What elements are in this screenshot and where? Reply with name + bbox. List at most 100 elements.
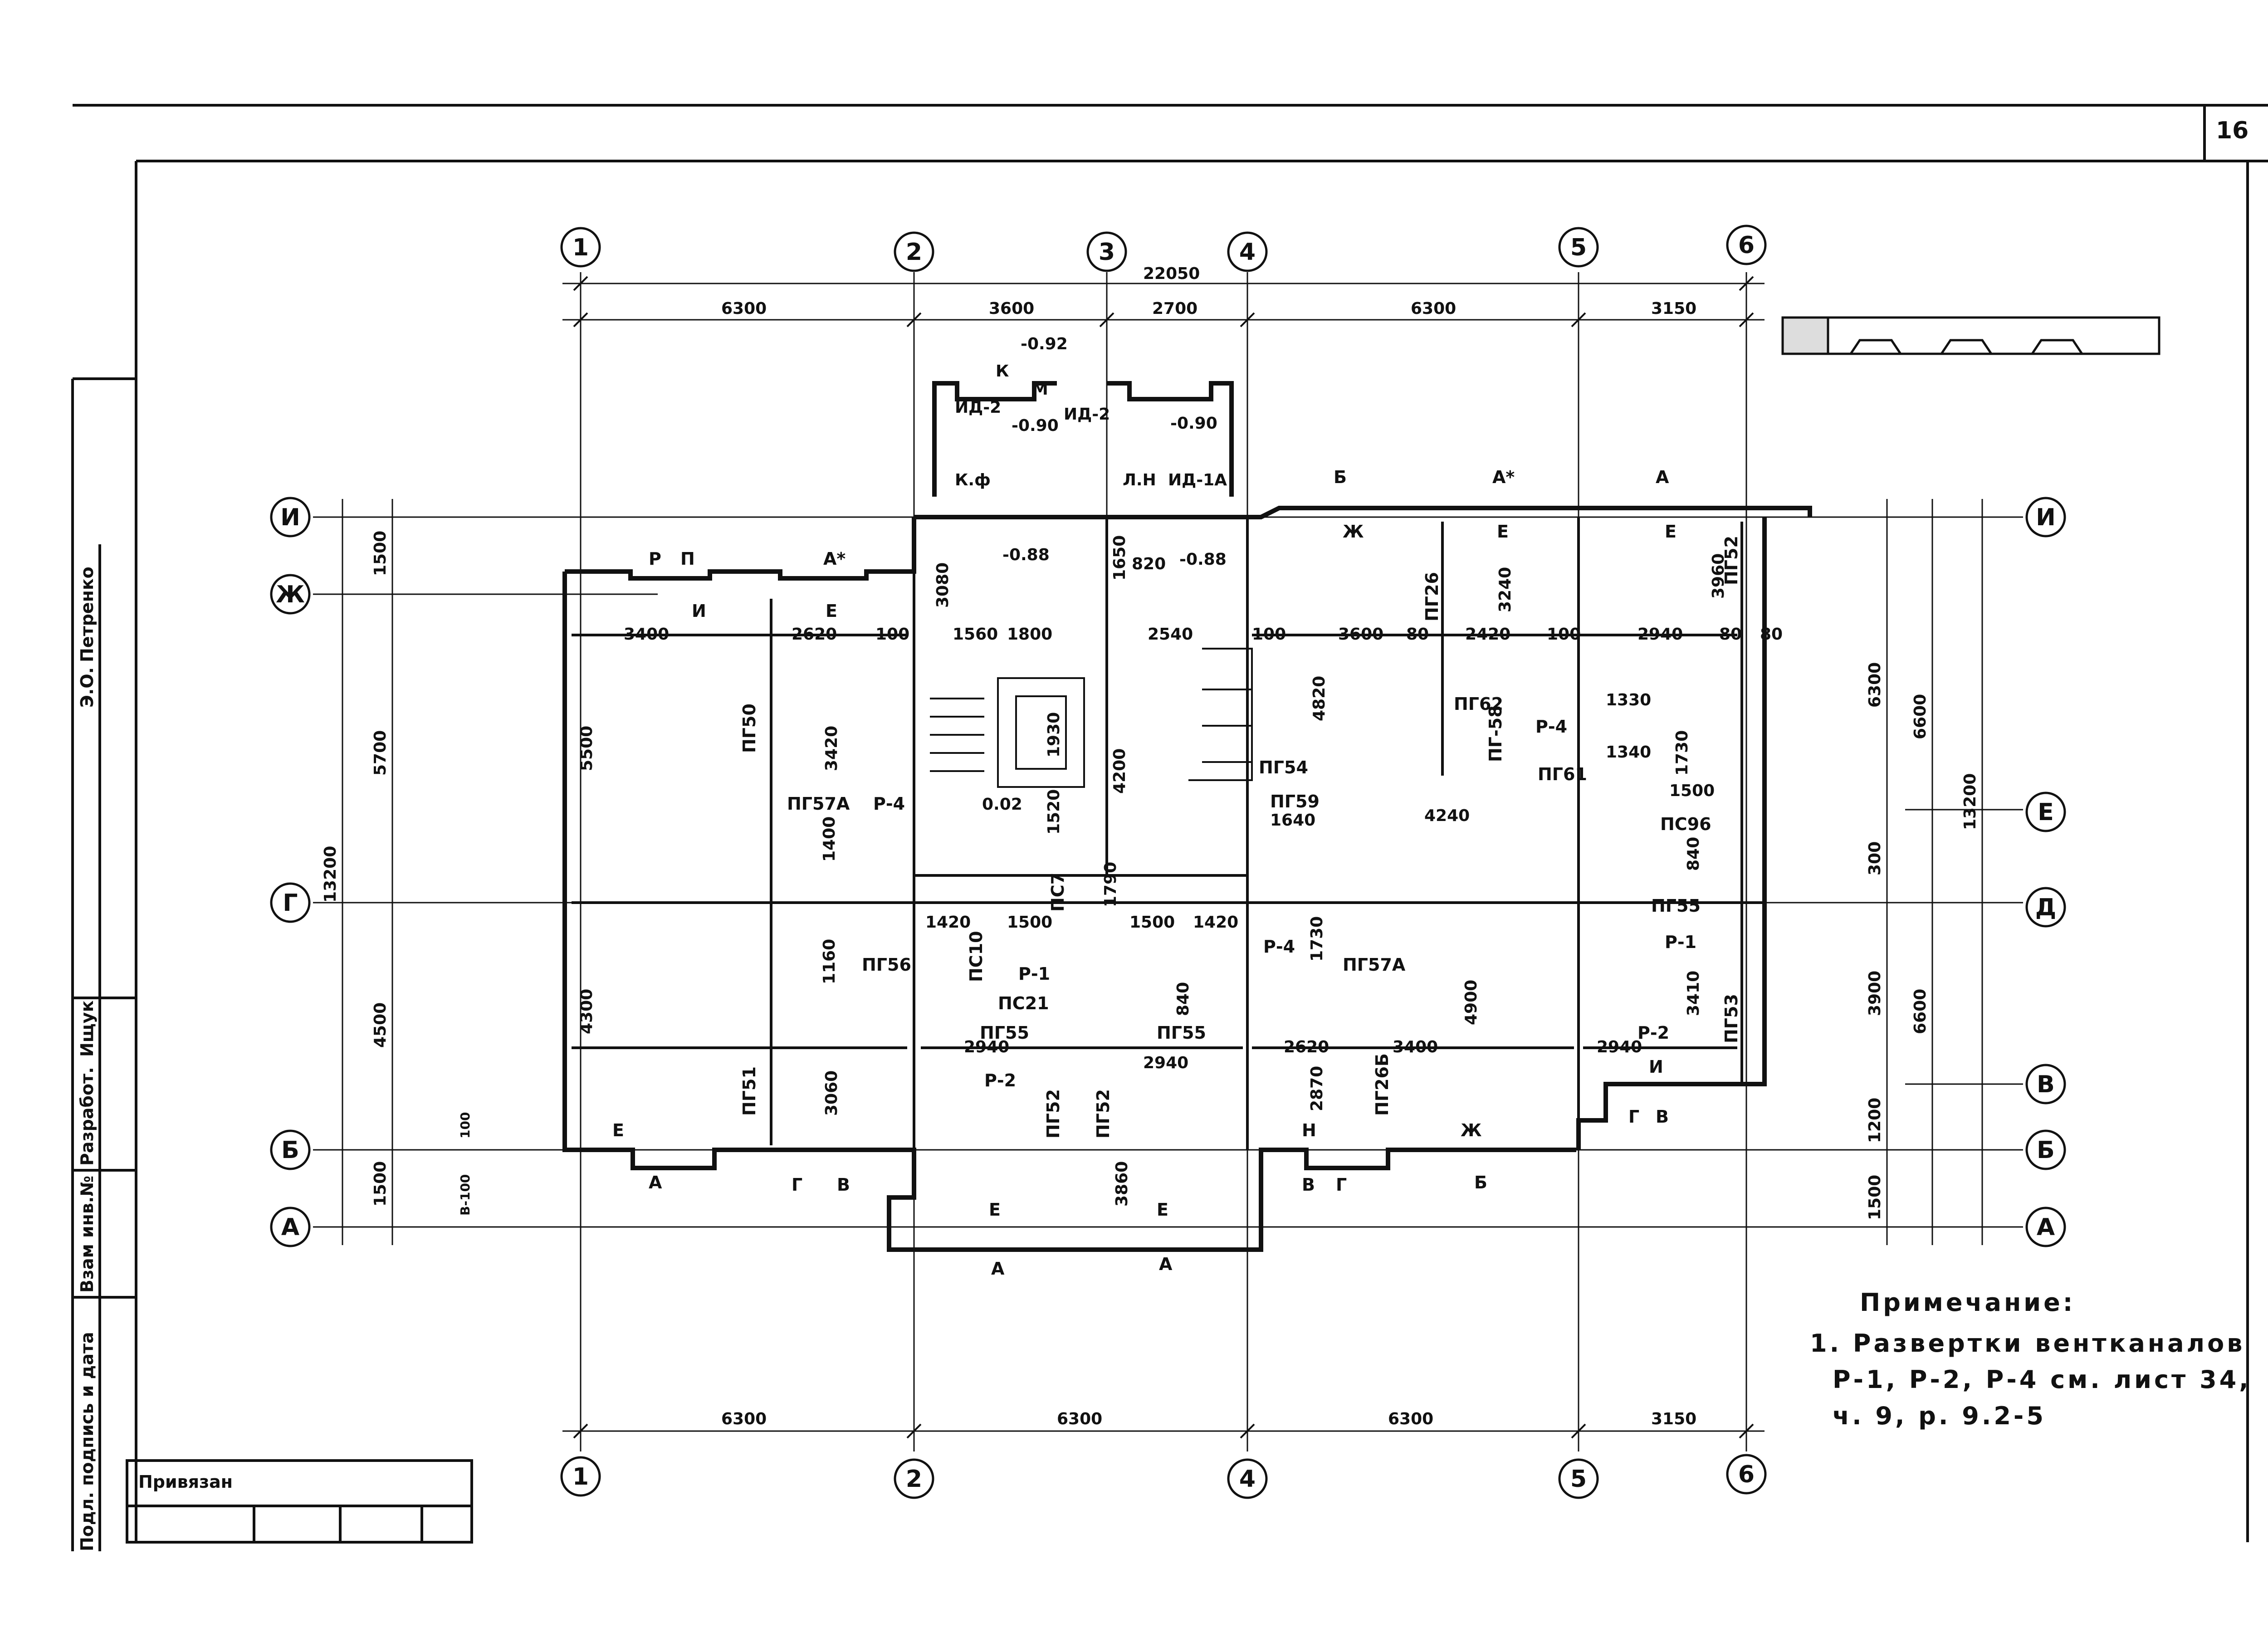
axis-col-4-top xyxy=(1227,231,1268,272)
panel-label: Р-2 xyxy=(1637,1023,1669,1043)
room-dim: 4240 xyxy=(1424,806,1470,825)
axis-col-5-top-label: 5 xyxy=(1570,234,1587,261)
level-mark: -0.90 xyxy=(1170,414,1217,433)
panel-label: ПГ52 xyxy=(1721,536,1741,585)
dimension-lines xyxy=(342,283,1983,1432)
side-stamp-developer: Разработ. xyxy=(77,1067,97,1166)
axis-col-6-top-label: 6 xyxy=(1738,232,1755,259)
panel-label: ПГ50 xyxy=(739,704,759,753)
window-mark: Р xyxy=(649,549,661,569)
dim-right-b-1: 6600 xyxy=(1911,694,1930,739)
window-mark: А* xyxy=(823,549,846,569)
panel-label: ПГ55 xyxy=(1651,896,1701,916)
dim-top-2: 3600 xyxy=(989,299,1034,318)
room-dim: 1500 xyxy=(1007,913,1052,932)
window-mark: Ж xyxy=(1461,1120,1482,1140)
side-stamp-developer-name: Ищук xyxy=(77,1000,97,1057)
dim-top-5: 3150 xyxy=(1651,299,1696,318)
offset-left-value: 100 xyxy=(458,1112,473,1139)
axis-row-Б-left xyxy=(270,1129,311,1170)
panel-label: ПГ-58 xyxy=(1486,705,1505,762)
window-mark: Б xyxy=(1474,1173,1487,1192)
window-mark: Г xyxy=(1336,1175,1347,1195)
window-mark: Н xyxy=(1302,1120,1316,1140)
window-mark: А xyxy=(1656,467,1669,487)
room-dim: 2620 xyxy=(1284,1038,1329,1056)
axis-col-6-bottom-label: 6 xyxy=(1738,1461,1755,1488)
axis-col-1-top-label: 1 xyxy=(572,234,589,261)
room-dim: 5500 xyxy=(577,726,596,771)
panel-label: Р-2 xyxy=(984,1070,1016,1090)
side-stamp-eo: Э.О. xyxy=(77,667,97,708)
room-dim: 3400 xyxy=(624,625,669,644)
axis-col-6-top xyxy=(1726,225,1767,265)
axis-row-И-right-label: И xyxy=(2036,504,2056,531)
room-dim: 1500 xyxy=(1669,782,1715,800)
room-dim: 4820 xyxy=(1310,676,1329,721)
room-dim: 2620 xyxy=(792,625,837,644)
room-dim: 100 xyxy=(1547,625,1581,644)
axis-col-4-top-label: 4 xyxy=(1239,239,1256,266)
room-dim: 1640 xyxy=(1270,811,1315,830)
door-mark: ИД-1А xyxy=(1168,471,1227,489)
panel-label: ПГ55 xyxy=(1157,1023,1206,1043)
interior-dimensions: 3400 2620 100 1560 1800 2540 100 3600 80… xyxy=(577,535,1783,1207)
door-mark: ИД-2 xyxy=(1064,405,1110,424)
room-dim: 100 xyxy=(875,625,909,644)
panel-label: ПГ26 xyxy=(1422,572,1442,621)
axis-row-В-right xyxy=(2025,1064,2066,1104)
room-dim: 100 xyxy=(1252,625,1286,644)
dim-right-a-1: 6300 xyxy=(1866,662,1884,708)
axis-row-Б-left-label: Б xyxy=(281,1137,299,1164)
room-dim: 4300 xyxy=(577,989,596,1034)
axis-row-Д-right xyxy=(2025,887,2066,928)
dim-right-a-5: 1500 xyxy=(1866,1175,1884,1220)
dimension-ticks xyxy=(573,276,1754,1439)
corbel-detail xyxy=(1781,316,2160,355)
window-markers: Р П А* И Е Б А* А Ж Е Е Е А Г В Е А Е А … xyxy=(612,467,1677,1279)
window-mark: П xyxy=(680,549,695,569)
room-dim: 2540 xyxy=(1148,625,1193,644)
room-dim: 1930 xyxy=(1045,712,1063,757)
axis-row-Г-left xyxy=(270,882,311,923)
window-mark: В xyxy=(837,1175,850,1195)
note-line-3: ч. 9, р. 9.2-5 xyxy=(1833,1402,2046,1430)
room-dim: 1420 xyxy=(1193,913,1238,932)
dim-left-1: 1500 xyxy=(371,531,390,576)
axis-row-В-right-label: В xyxy=(2037,1071,2055,1098)
side-stamp-eo-name: Петренко xyxy=(77,567,97,662)
panel-label: ПГ55 xyxy=(980,1023,1029,1043)
level-mark: -0.88 xyxy=(1179,550,1227,569)
dim-top-1: 6300 xyxy=(721,299,767,318)
dim-left-4: 1500 xyxy=(371,1161,390,1207)
room-dim: 3960 xyxy=(1709,553,1728,599)
door-mark: ИД-2 xyxy=(955,398,1001,417)
axis-row-Ж-left-label: Ж xyxy=(276,581,305,608)
window-mark: И xyxy=(1649,1057,1663,1077)
panel-label: ПГ53 xyxy=(1721,994,1741,1043)
axis-row-Б-right-label: Б xyxy=(2037,1137,2055,1164)
panel-label: Р-4 xyxy=(873,794,905,814)
axis-col-3-top-label: 3 xyxy=(1099,239,1115,266)
room-dim: 3600 xyxy=(1338,625,1383,644)
axis-row-А-right xyxy=(2025,1207,2066,1247)
window-mark: Е xyxy=(826,601,837,621)
panel-label: ПГ61 xyxy=(1538,764,1587,784)
axis-row-Е-right xyxy=(2025,792,2066,832)
room-dim: 80 xyxy=(1406,625,1429,644)
window-mark: И xyxy=(692,601,706,621)
axis-col-2-bottom-label: 2 xyxy=(906,1466,922,1493)
axis-row-Д-right-label: Д xyxy=(2035,894,2056,921)
window-mark: В xyxy=(1656,1107,1669,1127)
panel-label: ПГ52 xyxy=(1093,1089,1113,1139)
room-dim: 1330 xyxy=(1606,691,1651,709)
window-mark: Е xyxy=(612,1120,624,1140)
dim-bottom-4: 3150 xyxy=(1651,1410,1696,1428)
axis-col-5-bottom-label: 5 xyxy=(1570,1466,1587,1493)
room-dim: 840 xyxy=(1684,837,1703,871)
dim-right-a-2: 300 xyxy=(1866,841,1884,875)
room-dim: 2940 xyxy=(1597,1038,1642,1056)
level-marks: -0.92 -0.90 -0.90 -0.88 -0.88 0.02 xyxy=(982,335,1227,814)
dim-bottom-3: 6300 xyxy=(1388,1410,1433,1428)
